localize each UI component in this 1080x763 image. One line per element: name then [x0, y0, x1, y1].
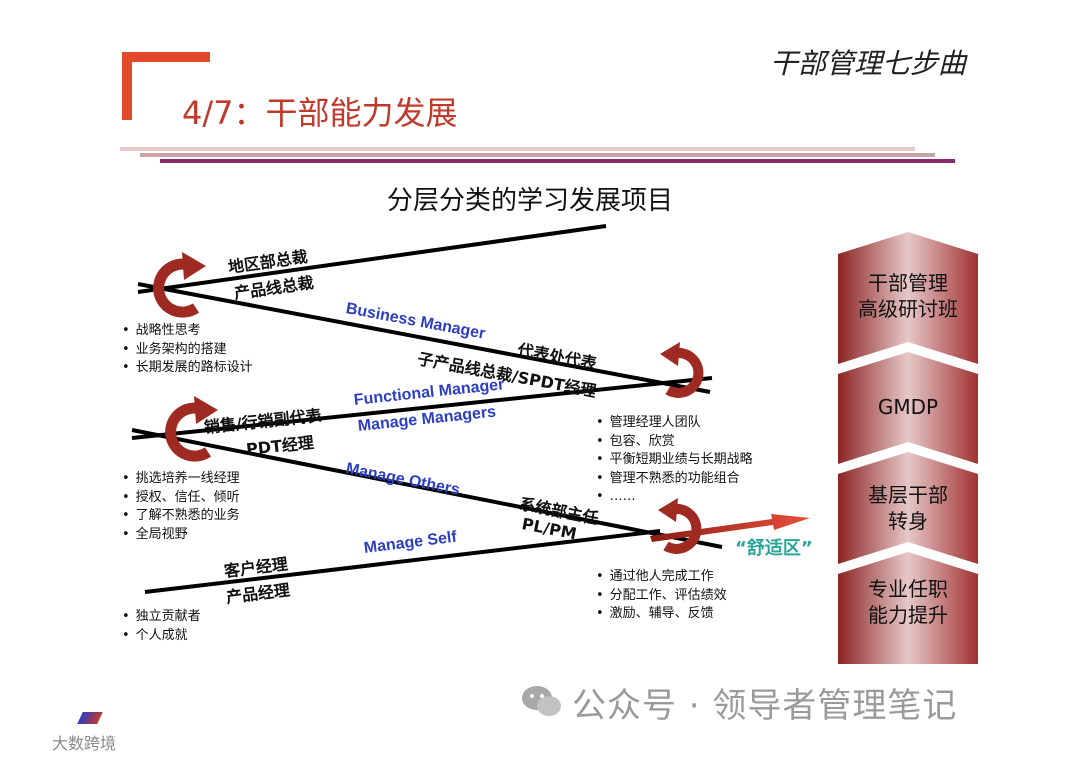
series-title: 干部管理七步曲	[770, 47, 967, 80]
tier-line: 高级研讨班	[858, 297, 958, 321]
list-item: 包容、欣赏	[596, 433, 753, 452]
list-item: 个人成就	[122, 627, 201, 646]
bullet-list-manage-self: 独立贡献者 个人成就	[122, 608, 201, 645]
watermark-corner: 大数跨境	[52, 734, 117, 753]
list-item: 独立贡献者	[122, 608, 201, 627]
pipeline-line-self	[144, 529, 661, 594]
pipeline-line-top	[137, 224, 607, 294]
list-item: ……	[596, 488, 753, 507]
bullet-list-first-line: 挑选培养一线经理 授权、信任、倾听 了解不熟悉的业务 全局视野	[122, 470, 240, 544]
slide-title: 4/7：干部能力发展	[182, 94, 458, 132]
watermark-account: 公众号 · 领导者管理笔记	[572, 686, 958, 726]
wechat-icon	[522, 686, 561, 716]
list-item: 分配工作、评估绩效	[596, 587, 727, 606]
pipeline-line-functional	[131, 376, 713, 440]
list-item: 激励、辅导、反馈	[596, 605, 727, 624]
list-item: 管理经理人团队	[596, 414, 753, 433]
tier-line: 能力提升	[868, 603, 948, 627]
list-item: 通过他人完成工作	[596, 568, 727, 587]
tier-line: 转身	[888, 509, 928, 533]
pipeline-line-others	[131, 428, 723, 549]
list-item: 长期发展的路标设计	[122, 359, 253, 378]
turn-arrow-icon	[660, 342, 704, 398]
list-item: 平衡短期业绩与长期战略	[596, 451, 753, 470]
list-item: 全局视野	[122, 526, 240, 545]
bullet-list-manage-managers: 管理经理人团队 包容、欣赏 平衡短期业绩与长期战略 管理不熟悉的功能组合 ……	[596, 414, 753, 507]
bullet-list-manage-others: 通过他人完成工作 分配工作、评估绩效 激励、辅导、反馈	[596, 568, 727, 624]
tier-line: 基层干部	[868, 483, 948, 507]
program-stack: 干部管理 高级研讨班 GMDP 基层干部 转身 专业任职 能力提升	[838, 232, 978, 664]
tier-label: 干部管理 高级研讨班	[838, 270, 978, 322]
diagram-title: 分层分类的学习发展项目	[386, 186, 673, 216]
comfort-zone-arrow	[650, 514, 810, 542]
tier-label: GMDP	[838, 394, 978, 420]
tier-label: 基层干部 转身	[838, 482, 978, 534]
list-item: 管理不熟悉的功能组合	[596, 470, 753, 489]
program-stack-shapes	[838, 232, 978, 664]
pipeline-line-business	[137, 282, 711, 394]
turn-arrow-icon	[153, 252, 206, 318]
tier-label: 专业任职 能力提升	[838, 576, 978, 628]
tier-line: 专业任职	[868, 577, 948, 601]
divider-bar	[160, 159, 955, 163]
title-bracket-decoration	[122, 52, 210, 120]
divider-bar	[140, 153, 935, 157]
tier-line: GMDP	[877, 395, 939, 419]
turn-arrow-icon	[165, 396, 218, 462]
tier-shape	[838, 452, 978, 564]
divider-bar	[120, 147, 915, 151]
tier-line: 干部管理	[868, 271, 948, 295]
list-item: 授权、信任、倾听	[122, 489, 240, 508]
tier-shape	[838, 552, 978, 664]
list-item: 挑选培养一线经理	[122, 470, 240, 489]
list-item: 了解不熟悉的业务	[122, 507, 240, 526]
bullet-list-business: 战略性思考 业务架构的搭建 长期发展的路标设计	[122, 322, 253, 378]
tier-shape	[838, 232, 978, 364]
tier-shape	[838, 352, 978, 464]
list-item: 业务架构的搭建	[122, 341, 253, 360]
comfort-zone-label: “舒适区”	[735, 538, 813, 559]
list-item: 战略性思考	[122, 322, 253, 341]
